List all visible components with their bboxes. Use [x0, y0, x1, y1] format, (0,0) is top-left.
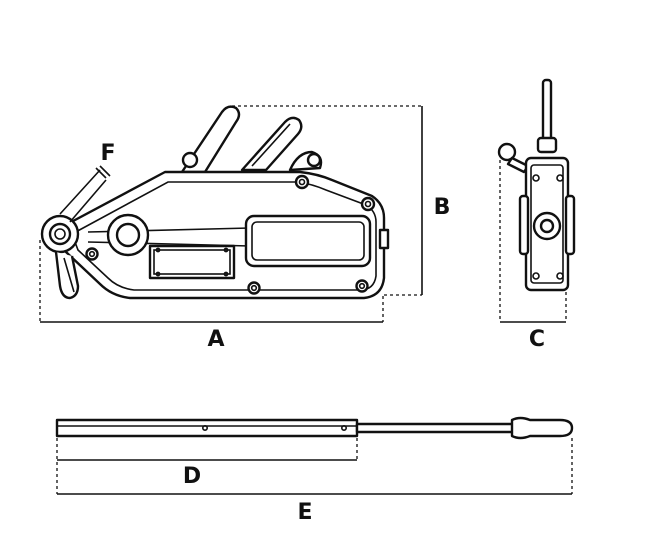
reverse-lever [240, 116, 323, 172]
dimension-C: C [499, 160, 567, 352]
dimension-D: D [56, 438, 358, 489]
dimension-F: F [59, 141, 116, 223]
forward-lever [180, 105, 241, 174]
end-view [497, 78, 576, 292]
anchor-hook [40, 214, 80, 300]
body-bolts [85, 174, 376, 295]
label-F: F [100, 141, 115, 166]
nameplate [148, 244, 236, 280]
dimension-E: E [56, 438, 573, 525]
label-A: A [207, 327, 224, 352]
handle-grip [510, 416, 574, 440]
side-view [40, 105, 390, 300]
telescopic-handle [55, 416, 574, 440]
label-E: E [297, 500, 312, 525]
handle-inner-tube [355, 422, 515, 434]
center-boss [106, 213, 150, 257]
dimension-A: A [39, 240, 384, 352]
label-D: D [183, 464, 201, 489]
dimension-B: B [232, 105, 451, 296]
label-B: B [434, 195, 451, 220]
label-C: C [529, 327, 545, 352]
